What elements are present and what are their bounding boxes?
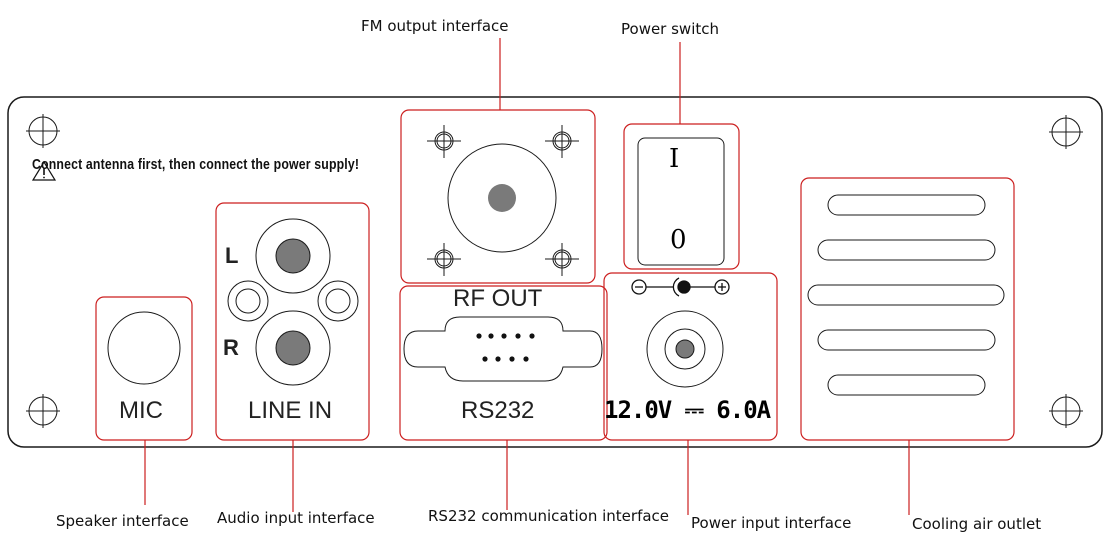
polarity-diagram-icon (631, 277, 730, 297)
power-switch-callout: Power switch (621, 20, 720, 38)
screw-hole-icon (227, 280, 269, 322)
db9-connector-icon (403, 316, 603, 382)
mic-jack-icon (107, 311, 181, 385)
rf-output-connector-icon (447, 143, 557, 253)
vent-slot (827, 374, 986, 396)
power-input-callout: Power input interface (691, 514, 852, 532)
flange-screw-icon (545, 243, 579, 276)
mic-label: MIC (119, 397, 163, 424)
line-in-right-label: R (223, 335, 239, 360)
audio-input-callout: Audio input interface (217, 509, 375, 527)
cooling-callout-box (800, 177, 1015, 441)
mounting-hole-icon (1049, 115, 1083, 149)
switch-off-label: 0 (670, 225, 687, 255)
flange-screw-icon (427, 125, 461, 158)
rf-out-label: RF OUT (453, 285, 543, 312)
vent-slot (807, 284, 1005, 306)
flange-screw-icon (545, 125, 579, 158)
dc-power-jack-icon (646, 310, 724, 388)
mounting-hole-icon (26, 114, 60, 148)
mic-callout-box (95, 296, 193, 441)
flange-screw-icon (427, 243, 461, 276)
rs232-callout-box (399, 285, 608, 441)
cooling-vent-slots (807, 194, 1005, 396)
power-rating-label: 12.0V ⎓ 6.0A (604, 396, 771, 424)
vent-slot (827, 194, 986, 216)
power-input-callout-box (603, 272, 778, 441)
fm-output-callout: FM output interface (361, 17, 509, 35)
warning-text: Connect antenna first, then connect the … (32, 156, 360, 173)
rear-panel-outline (7, 96, 1103, 448)
switch-on-label: I (669, 144, 680, 174)
mounting-hole-icon (26, 394, 60, 428)
cooling-callout: Cooling air outlet (912, 515, 1042, 533)
mounting-hole-icon (1049, 394, 1083, 428)
vent-slot (817, 329, 996, 351)
rf-out-callout-box (400, 109, 596, 284)
rca-left-jack-icon (255, 218, 331, 294)
screw-hole-icon (317, 280, 359, 322)
vent-slot (817, 239, 996, 261)
line-in-label: LINE IN (248, 397, 333, 424)
line-in-left-label: L (225, 243, 239, 268)
rs232-label: RS232 (461, 397, 535, 424)
speaker-callout: Speaker interface (56, 512, 189, 530)
rocker-switch[interactable] (637, 137, 725, 266)
warning-triangle-icon (31, 160, 57, 181)
rs232-callout: RS232 communication interface (428, 507, 670, 525)
rca-right-jack-icon (255, 310, 331, 386)
power-switch-callout-box (623, 123, 740, 270)
